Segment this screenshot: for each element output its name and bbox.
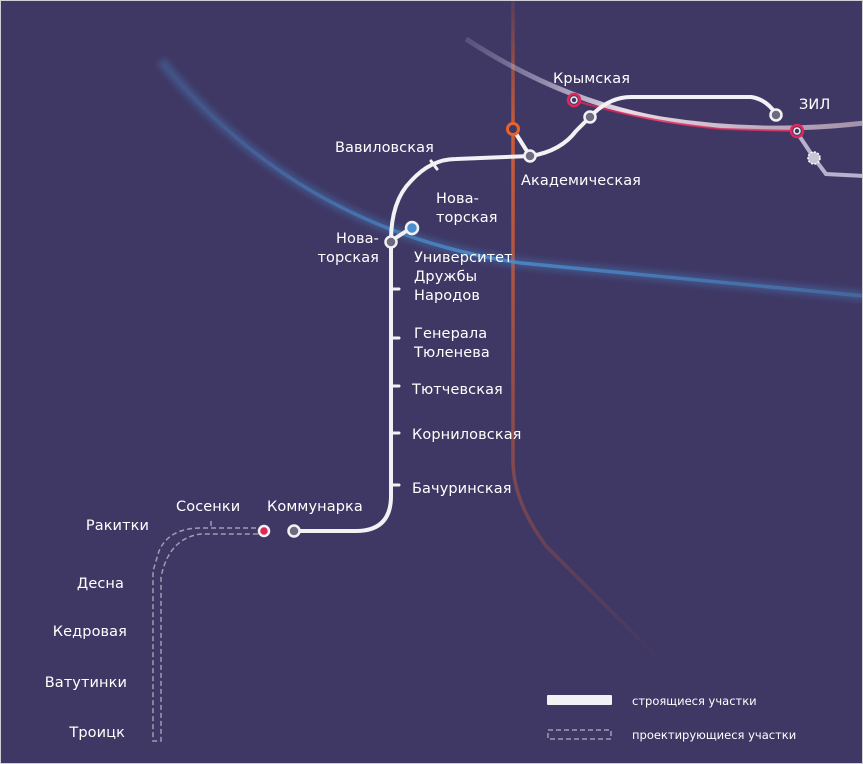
station-label-sosenki: Сосенки [176, 499, 241, 515]
station-marker-kommunarka [287, 524, 301, 538]
station-label-tyutchevskaya: Тютчевская [412, 382, 503, 398]
background-lines [157, 1, 862, 763]
station-label-novatorskaya-blue: Нова- торская [436, 191, 498, 226]
construction-line [292, 95, 778, 533]
blue-line [159, 59, 862, 298]
station-label-vatutinki: Ватутинки [44, 675, 127, 691]
legend-construction-swatch [547, 695, 612, 705]
station-marker-akademicheskaya [523, 149, 537, 163]
legend-planned-label: проектирующиеся участки [632, 728, 797, 742]
mcc-line-red [572, 99, 797, 132]
station-label-desna: Десна [76, 576, 124, 592]
station-marker-kommunarka-red [257, 524, 271, 538]
station-marker-krymskaya [583, 110, 597, 124]
station-label-troitsk: Троицк [69, 725, 125, 741]
legend-construction-label: строящиеся участки [632, 694, 757, 708]
station-label-kommunarka: Коммунарка [267, 499, 363, 515]
station-marker-zil-mcc [789, 123, 805, 139]
station-markers [257, 92, 821, 538]
station-label-universitet: Университет Дружбы Народов [414, 250, 513, 304]
station-label-bachurinskaya: Бачуринская [412, 481, 512, 497]
station-marker-novatorskaya [384, 235, 398, 249]
station-marker-zil [769, 108, 783, 122]
station-label-kedrovaya: Кедровая [52, 624, 127, 640]
station-label-novatorskaya: Нова- торская [317, 231, 379, 266]
station-marker-akademicheskaya-orange [506, 122, 520, 136]
station-label-akademicheskaya: Академическая [521, 173, 641, 189]
station-label-kornilovskaya: Корниловская [412, 427, 522, 443]
zil-spur [794, 129, 862, 178]
legend-graphics [547, 695, 612, 740]
planned-section [152, 521, 264, 742]
orange-line [511, 1, 663, 663]
station-marker-zil-spur [807, 151, 821, 165]
station-label-generala-tyuleneva: Генерала Тюленева [414, 326, 490, 361]
station-marker-novatorskaya-blue [404, 220, 420, 236]
legend-planned-swatch [547, 729, 612, 740]
station-marker-krymskaya-mcc [566, 92, 582, 108]
station-label-zil: ЗИЛ [799, 97, 831, 113]
station-label-rakitki: Ракитки [85, 518, 149, 534]
station-label-krymskaya: Крымская [553, 71, 631, 87]
station-label-vavilovskaya: Вавиловская [335, 140, 434, 156]
